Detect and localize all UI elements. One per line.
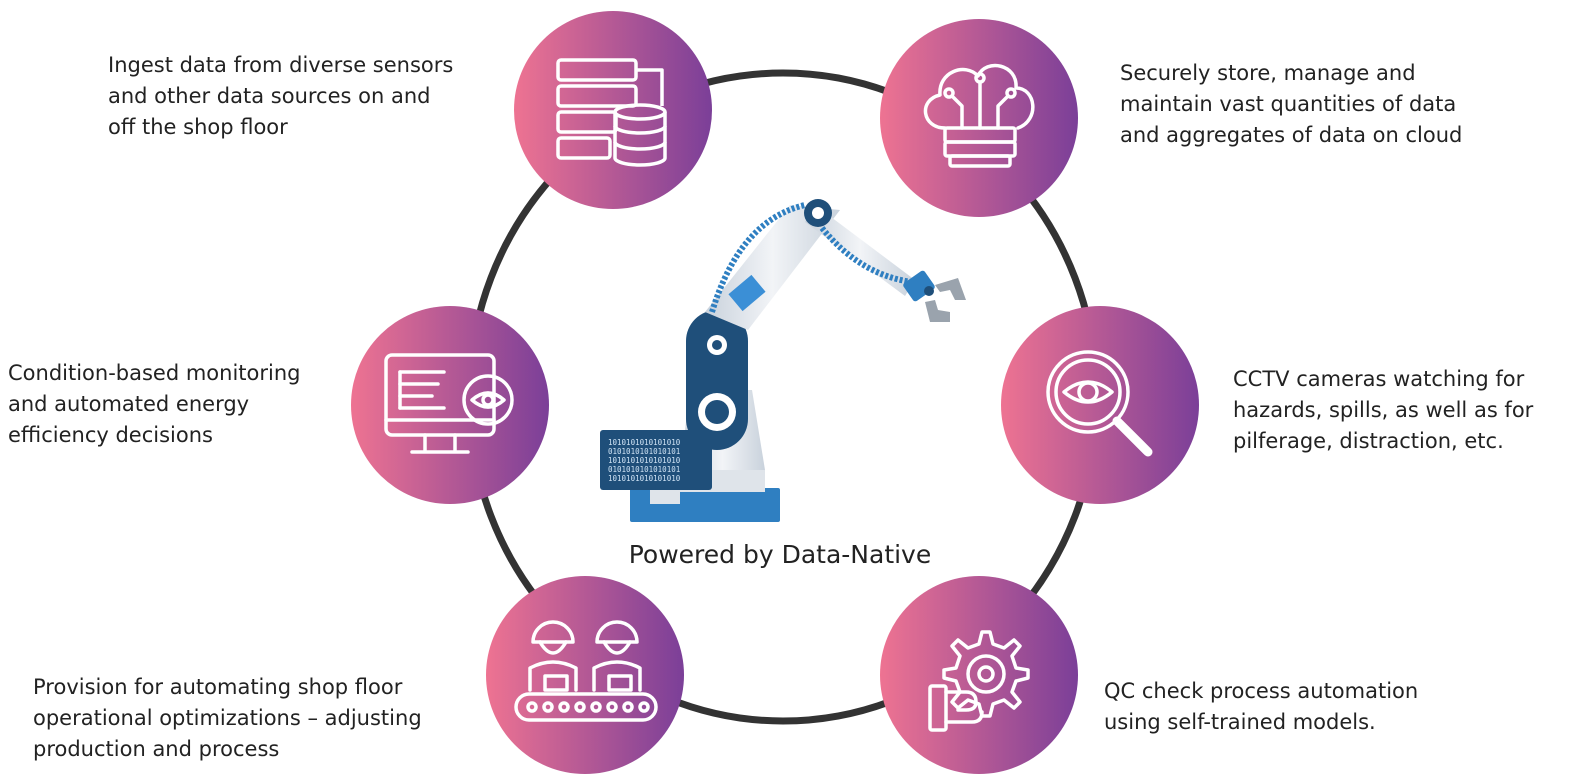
center-title: Powered by Data-Native bbox=[628, 540, 932, 569]
caption-line: off the shop floor bbox=[108, 115, 288, 139]
caption-line: Provision for automating shop floor bbox=[33, 675, 403, 699]
caption-ingest: Ingest data from diverse sensors and oth… bbox=[108, 50, 453, 143]
caption-line: pilferage, distraction, etc. bbox=[1233, 429, 1504, 453]
node-circle-shopfloor bbox=[486, 576, 684, 774]
caption-cloud: Securely store, manage and maintain vast… bbox=[1120, 58, 1462, 151]
caption-qc: QC check process automation using self-t… bbox=[1104, 676, 1418, 738]
caption-line: maintain vast quantities of data bbox=[1120, 92, 1457, 116]
magnifier-eye-icon bbox=[1046, 350, 1153, 457]
caption-monitoring: Condition-based monitoring and automated… bbox=[8, 358, 301, 451]
caption-line: hazards, spills, as well as for bbox=[1233, 398, 1534, 422]
caption-cctv: CCTV cameras watching for hazards, spill… bbox=[1233, 364, 1533, 457]
cloud-storage-icon bbox=[923, 63, 1035, 168]
caption-line: QC check process automation bbox=[1104, 679, 1419, 703]
svg-text:0101010101010101: 0101010101010101 bbox=[608, 465, 680, 474]
caption-line: production and process bbox=[33, 737, 280, 761]
caption-line: CCTV cameras watching for bbox=[1233, 367, 1525, 391]
workers-conveyor-icon bbox=[514, 620, 658, 722]
caption-line: Securely store, manage and bbox=[1120, 61, 1416, 85]
caption-line: Condition-based monitoring bbox=[8, 361, 301, 385]
robot-arm-illustration: 1010101010101010 0101010101010101 101010… bbox=[600, 199, 966, 522]
svg-text:1010101010101010: 1010101010101010 bbox=[608, 438, 681, 447]
monitor-eye-icon bbox=[384, 353, 514, 454]
caption-line: operational optimizations – adjusting bbox=[33, 706, 422, 730]
node-circle-monitoring bbox=[351, 306, 549, 504]
caption-line: using self-trained models. bbox=[1104, 710, 1376, 734]
svg-text:0101010101010101: 0101010101010101 bbox=[608, 447, 680, 456]
caption-line: and automated energy bbox=[8, 392, 250, 416]
svg-text:1010101010101010: 1010101010101010 bbox=[608, 456, 681, 465]
caption-line: and aggregates of data on cloud bbox=[1120, 123, 1463, 147]
gear-hand-icon bbox=[928, 630, 1030, 732]
caption-shopfloor: Provision for automating shop floor oper… bbox=[33, 672, 422, 765]
node-circle-cctv bbox=[1001, 306, 1199, 504]
svg-text:1010101010101010: 1010101010101010 bbox=[608, 474, 681, 483]
caption-line: Ingest data from diverse sensors bbox=[108, 53, 454, 77]
database-server-icon bbox=[556, 58, 667, 167]
node-circle-ingest bbox=[514, 11, 712, 209]
caption-line: efficiency decisions bbox=[8, 423, 213, 447]
caption-line: and other data sources on and bbox=[108, 84, 431, 108]
